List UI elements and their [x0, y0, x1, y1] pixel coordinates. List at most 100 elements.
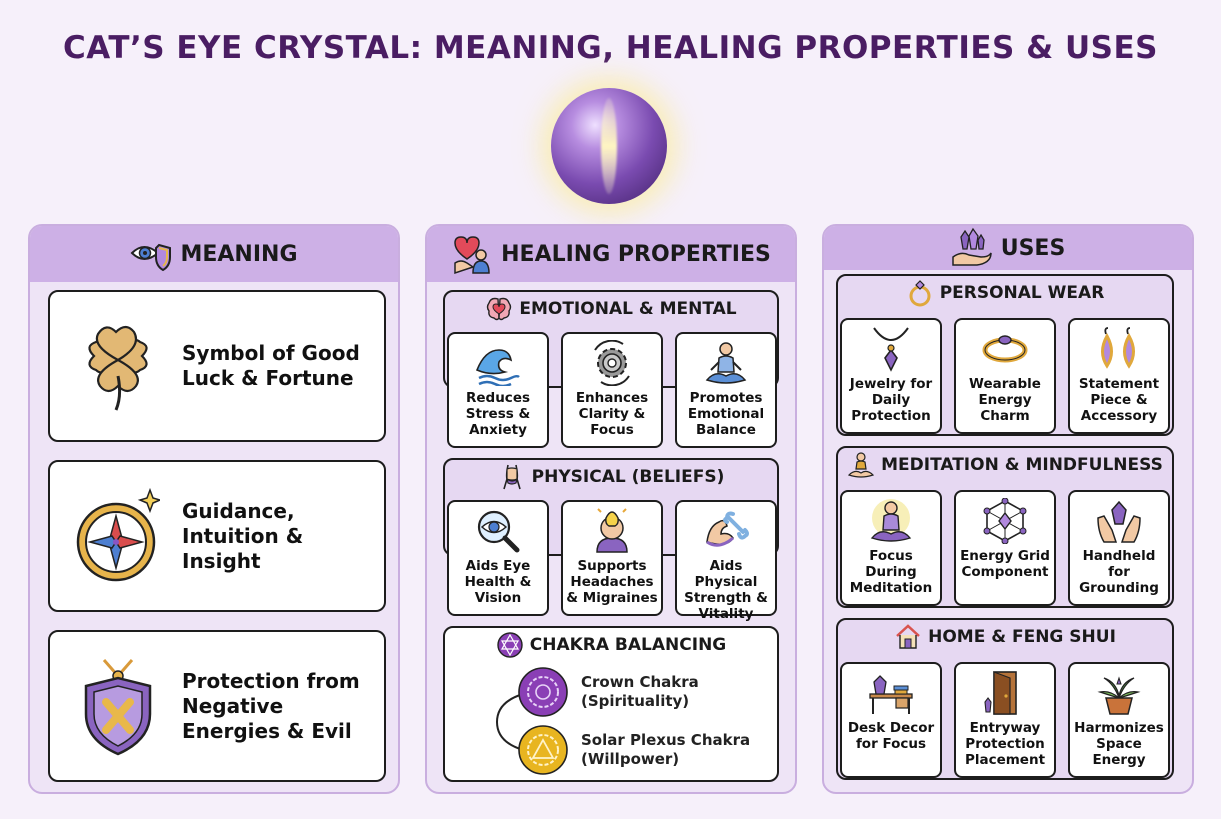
card-aids-eye: Aids Eye Health & Vision — [447, 500, 549, 616]
chakra-title: CHAKRA BALANCING — [529, 635, 727, 655]
house-icon — [896, 624, 920, 649]
handheld-grounding-label: Handheld for Grounding — [1079, 548, 1159, 596]
meaning-title: MEANING — [180, 241, 298, 267]
chakra-header: CHAKRA BALANCING — [445, 628, 777, 662]
home-fengshui-header: HOME & FENG SHUI — [838, 620, 1172, 654]
crown-chakra-row: Crown Chakra (Spirituality) — [517, 666, 731, 718]
meditation-header: MEDITATION & MINDFULNESS — [838, 448, 1172, 482]
wave-icon — [475, 349, 520, 386]
emotional-mental-title: EMOTIONAL & MENTAL — [519, 299, 737, 319]
chakra-icon — [497, 632, 523, 658]
four-leaf-clover-icon — [88, 325, 148, 411]
meditation-title: MEDITATION & MINDFULNESS — [881, 455, 1163, 475]
head-bulb-icon — [596, 508, 628, 553]
card-entryway-protection: Entryway Protection Placement — [954, 662, 1056, 778]
card-handheld-grounding: Handheld for Grounding — [1068, 490, 1170, 606]
home-fengshui-cards: Desk Decor for Focus Entryway Protection… — [840, 662, 1170, 778]
emotional-mental-header: EMOTIONAL & MENTAL — [445, 292, 777, 326]
earrings-icon — [1101, 327, 1135, 369]
uses-header: USES — [824, 226, 1192, 270]
meaning-guidance-label: Guidance, Intuition & Insight — [182, 498, 304, 573]
personal-wear-section: PERSONAL WEAR Jewelry for Daily Protecti… — [836, 274, 1174, 436]
solar-plexus-chakra-row: Solar Plexus Chakra (Willpower) — [517, 724, 751, 776]
card-energy-grid: Energy Grid Component — [954, 490, 1056, 606]
meditation-cards: Focus During Meditation Energy Grid Comp… — [840, 490, 1170, 606]
aids-eye-label: Aids Eye Health & Vision — [464, 558, 532, 606]
harmonizes-space-label: Harmonizes Space Energy — [1074, 720, 1164, 768]
gears-icon — [594, 340, 630, 386]
door-icon — [984, 671, 1017, 715]
compass-icon — [76, 487, 160, 582]
healing-title: HEALING PROPERTIES — [501, 241, 771, 267]
meaning-protection-label: Protection from Negative Energies & Evil — [182, 668, 360, 743]
energy-grid-label: Energy Grid Component — [960, 548, 1050, 580]
eye-shield-icon — [131, 243, 172, 272]
card-enhances-clarity: Enhances Clarity & Focus — [561, 332, 663, 448]
heart-hand-icon — [454, 236, 490, 275]
card-aids-strength: Aids Physical Strength & Vitality — [675, 500, 777, 622]
emotional-mental-cards: Reduces Stress & Anxiety Enhances Clarit… — [447, 332, 777, 448]
meditation-icon — [705, 342, 747, 384]
promotes-balance-label: Promotes Emotional Balance — [687, 390, 765, 438]
card-reduces-stress: Reduces Stress & Anxiety — [447, 332, 549, 448]
solar-plexus-chakra-icon — [518, 725, 568, 775]
body-icon — [502, 464, 521, 490]
crystal-orb-image — [551, 88, 667, 204]
desk-icon — [869, 675, 913, 714]
solar-plexus-chakra-label: Solar Plexus Chakra (Willpower) — [581, 731, 751, 768]
ring-icon — [909, 280, 931, 307]
enhances-clarity-label: Enhances Clarity & Focus — [575, 390, 649, 438]
home-fengshui-section: HOME & FENG SHUI Desk Decor for Focus — [836, 618, 1174, 780]
meditating-person-icon — [870, 499, 912, 542]
card-focus-meditation: Focus During Meditation — [840, 490, 942, 606]
meaning-card-guidance: Guidance, Intuition & Insight — [48, 460, 386, 612]
meditator-icon — [848, 452, 875, 478]
plant-icon — [1097, 676, 1141, 715]
personal-wear-header: PERSONAL WEAR — [838, 276, 1172, 310]
physical-header: PHYSICAL (BELIEFS) — [445, 460, 777, 494]
card-statement-piece: Statement Piece & Accessory — [1068, 318, 1170, 434]
reduces-stress-label: Reduces Stress & Anxiety — [465, 390, 531, 438]
entryway-protection-label: Entryway Protection Placement — [964, 720, 1046, 768]
card-harmonizes-space: Harmonizes Space Energy — [1068, 662, 1170, 778]
card-supports-headaches: Supports Headaches & Migraines — [561, 500, 663, 616]
meditation-section: MEDITATION & MINDFULNESS Focus During Me… — [836, 446, 1174, 608]
wearable-charm-label: Wearable Energy Charm — [969, 376, 1041, 424]
supports-headaches-label: Supports Headaches & Migraines — [566, 558, 658, 606]
meaning-panel: MEANING Symbol of Good Luck & Fortune Gu… — [28, 224, 400, 794]
focus-meditation-label: Focus During Meditation — [849, 548, 933, 596]
desk-decor-label: Desk Decor for Focus — [847, 720, 935, 752]
meaning-card-luck: Symbol of Good Luck & Fortune — [48, 290, 386, 442]
chakra-connector — [495, 693, 524, 751]
card-promotes-balance: Promotes Emotional Balance — [675, 332, 777, 448]
card-jewelry-protection: Jewelry for Daily Protection — [840, 318, 942, 434]
physical-title: PHYSICAL (BELIEFS) — [531, 467, 725, 487]
meaning-card-protection: Protection from Negative Energies & Evil — [48, 630, 386, 782]
personal-wear-title: PERSONAL WEAR — [939, 283, 1105, 303]
shield-amulet-icon — [84, 659, 152, 756]
chakra-section: CHAKRA BALANCING Crown Chakra (Spiritual… — [443, 626, 779, 782]
page-title: CAT’S EYE CRYSTAL: MEANING, HEALING PROP… — [62, 30, 1158, 66]
card-desk-decor: Desk Decor for Focus — [840, 662, 942, 778]
home-fengshui-title: HOME & FENG SHUI — [928, 627, 1116, 647]
brain-heart-icon — [487, 297, 512, 321]
aids-strength-label: Aids Physical Strength & Vitality — [684, 558, 768, 622]
healing-panel: HEALING PROPERTIES EMOTIONAL & MENTAL Re… — [425, 224, 797, 794]
meaning-header: MEANING — [30, 226, 398, 282]
healing-header: HEALING PROPERTIES — [427, 226, 795, 282]
personal-wear-cards: Jewelry for Daily Protection Wearable En… — [840, 318, 1170, 434]
bracelet-icon — [982, 335, 1028, 363]
crystal-grid-icon — [983, 498, 1027, 544]
jewelry-protection-label: Jewelry for Daily Protection — [849, 376, 933, 424]
crown-chakra-label: Crown Chakra (Spirituality) — [581, 673, 699, 710]
eye-magnifier-icon — [477, 510, 520, 553]
hand-crystal-icon — [951, 227, 992, 266]
pendant-icon — [873, 327, 909, 372]
card-wearable-charm: Wearable Energy Charm — [954, 318, 1056, 434]
muscle-joint-icon — [706, 511, 749, 547]
meaning-luck-label: Symbol of Good Luck & Fortune — [182, 341, 360, 390]
crown-chakra-icon — [518, 667, 568, 717]
physical-cards: Aids Eye Health & Vision Supports Headac… — [447, 500, 777, 622]
hands-crystal-icon — [1097, 500, 1141, 543]
statement-piece-label: Statement Piece & Accessory — [1078, 376, 1160, 424]
